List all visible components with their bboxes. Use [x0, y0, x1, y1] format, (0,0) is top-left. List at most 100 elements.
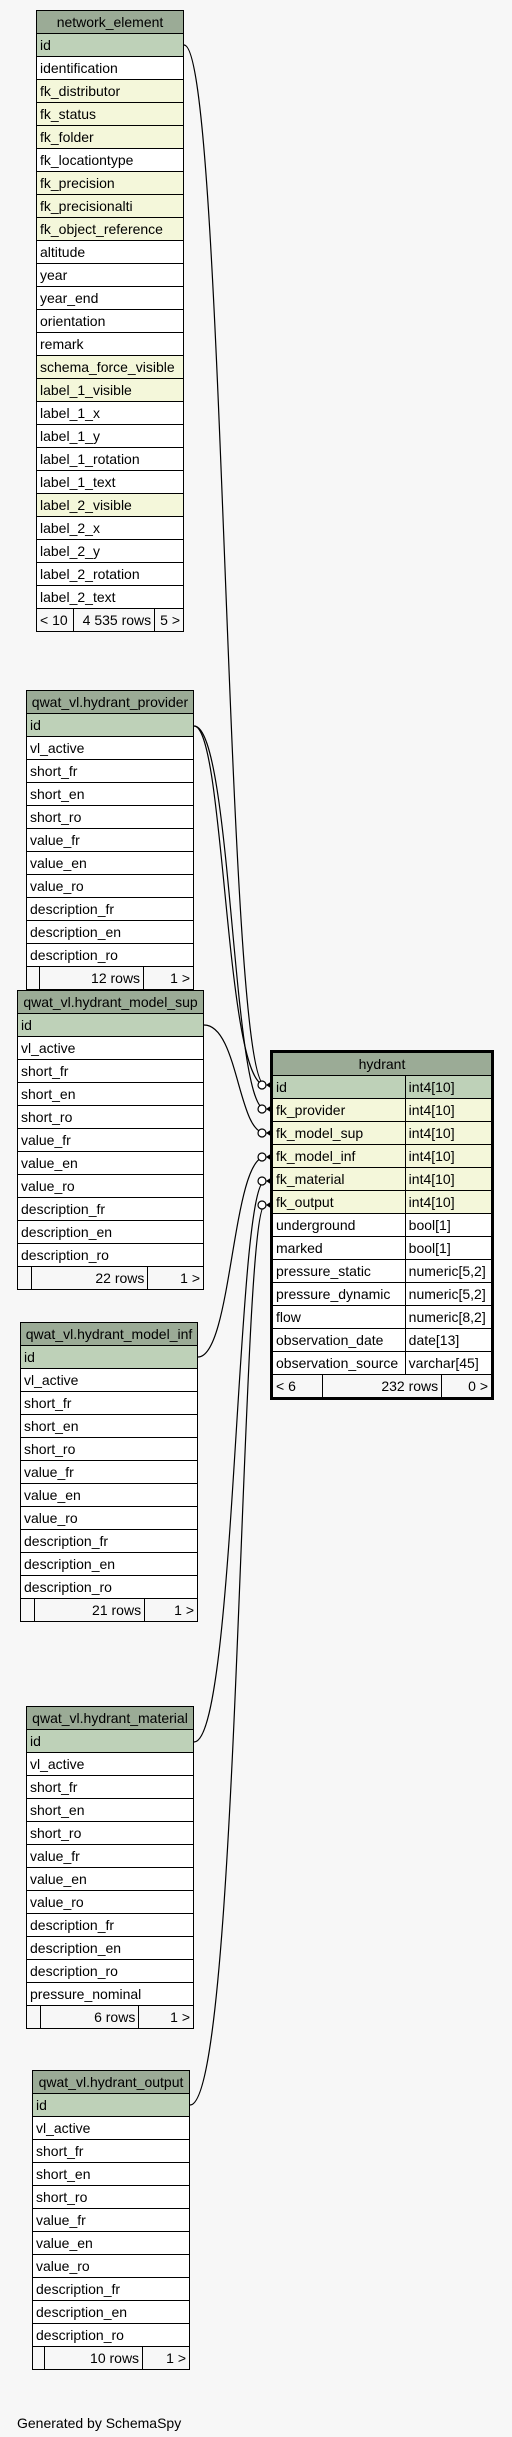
- column-row[interactable]: label_2_visible: [36, 493, 184, 517]
- column-row[interactable]: description_fr: [20, 1529, 198, 1553]
- column-row[interactable]: description_en: [20, 1552, 198, 1576]
- column-row[interactable]: description_en: [32, 2300, 190, 2324]
- column-row[interactable]: fk_locationtype: [36, 148, 184, 172]
- column-row[interactable]: label_2_text: [36, 585, 184, 609]
- column-row[interactable]: fk_precision: [36, 171, 184, 195]
- table-header[interactable]: hydrant: [271, 1051, 493, 1076]
- column-row[interactable]: description_fr: [17, 1197, 204, 1221]
- column-row[interactable]: short_en: [17, 1082, 204, 1106]
- table-header[interactable]: qwat_vl.hydrant_model_inf: [20, 1322, 198, 1346]
- column-row[interactable]: pressure_nominal: [26, 1982, 194, 2006]
- column-row[interactable]: short_fr: [17, 1059, 204, 1083]
- column-row[interactable]: orientation: [36, 309, 184, 333]
- child-count[interactable]: 1 >: [144, 1598, 198, 1622]
- column-row[interactable]: short_fr: [20, 1391, 198, 1415]
- column-row[interactable]: value_en: [20, 1483, 198, 1507]
- column-row[interactable]: vl_active: [26, 1752, 194, 1776]
- column-row[interactable]: description_ro: [17, 1243, 204, 1267]
- column-row[interactable]: value_fr: [26, 1844, 194, 1868]
- column-row[interactable]: label_1_text: [36, 470, 184, 494]
- column-row[interactable]: fk_precisionalti: [36, 194, 184, 218]
- column-row[interactable]: description_fr: [26, 1913, 194, 1937]
- column-row[interactable]: description_fr: [32, 2277, 190, 2301]
- column-row[interactable]: description_ro: [26, 943, 194, 967]
- column-row[interactable]: label_2_x: [36, 516, 184, 540]
- column-row[interactable]: description_en: [26, 920, 194, 944]
- parent-count[interactable]: [20, 1598, 35, 1622]
- column-row[interactable]: vl_active: [17, 1036, 204, 1060]
- column-row[interactable]: description_ro: [32, 2323, 190, 2347]
- column-row[interactable]: schema_force_visible: [36, 355, 184, 379]
- column-row[interactable]: value_ro: [26, 874, 194, 898]
- child-count[interactable]: 1 >: [143, 966, 194, 990]
- column-row[interactable]: value_en: [26, 851, 194, 875]
- child-count[interactable]: 0 >: [441, 1375, 491, 1397]
- column-row[interactable]: vl_active: [20, 1368, 198, 1392]
- column-row[interactable]: value_en: [26, 1867, 194, 1891]
- table-header[interactable]: qwat_vl.hydrant_provider: [26, 690, 194, 714]
- column-row[interactable]: value_en: [17, 1151, 204, 1175]
- column-row[interactable]: short_ro: [17, 1105, 204, 1129]
- column-row[interactable]: vl_active: [32, 2116, 190, 2140]
- column-row[interactable]: id: [26, 713, 194, 737]
- column-row[interactable]: id: [20, 1345, 198, 1369]
- child-count[interactable]: 5 >: [154, 608, 184, 632]
- column-row[interactable]: altitude: [36, 240, 184, 264]
- table-header[interactable]: qwat_vl.hydrant_output: [32, 2070, 190, 2094]
- column-row[interactable]: short_ro: [32, 2185, 190, 2209]
- column-row[interactable]: description_ro: [20, 1575, 198, 1599]
- column-row[interactable]: short_en: [20, 1414, 198, 1438]
- column-row[interactable]: id: [36, 33, 184, 57]
- column-row[interactable]: label_1_visible: [36, 378, 184, 402]
- column-row[interactable]: short_ro: [26, 1821, 194, 1845]
- column-row[interactable]: description_en: [26, 1936, 194, 1960]
- column-row[interactable]: value_ro: [26, 1890, 194, 1914]
- column-row[interactable]: id: [32, 2093, 190, 2117]
- parent-count[interactable]: < 10: [35, 608, 75, 632]
- column-row[interactable]: value_ro: [17, 1174, 204, 1198]
- child-count[interactable]: 1 >: [142, 2346, 190, 2370]
- child-count[interactable]: 1 >: [138, 2005, 194, 2029]
- column-row[interactable]: short_en: [26, 782, 194, 806]
- column-row[interactable]: value_ro: [20, 1506, 198, 1530]
- column-row[interactable]: short_fr: [26, 1775, 194, 1799]
- column-row[interactable]: short_fr: [32, 2139, 190, 2163]
- column-row[interactable]: short_ro: [20, 1437, 198, 1461]
- column-row[interactable]: id: [17, 1013, 204, 1037]
- column-row[interactable]: value_fr: [26, 828, 194, 852]
- column-row[interactable]: value_fr: [32, 2208, 190, 2232]
- table-header[interactable]: network_element: [36, 10, 184, 34]
- column-row[interactable]: fk_object_reference: [36, 217, 184, 241]
- column-row[interactable]: short_ro: [26, 805, 194, 829]
- parent-count[interactable]: [16, 1266, 33, 1290]
- column-row[interactable]: short_en: [26, 1798, 194, 1822]
- column-row[interactable]: fk_folder: [36, 125, 184, 149]
- column-row[interactable]: value_fr: [20, 1460, 198, 1484]
- parent-count[interactable]: [26, 966, 40, 990]
- table-header[interactable]: qwat_vl.hydrant_material: [26, 1706, 194, 1730]
- column-row[interactable]: label_2_y: [36, 539, 184, 563]
- column-row[interactable]: year: [36, 263, 184, 287]
- table-header[interactable]: qwat_vl.hydrant_model_sup: [17, 990, 204, 1014]
- parent-count[interactable]: < 6: [273, 1375, 323, 1397]
- column-row[interactable]: label_1_rotation: [36, 447, 184, 471]
- column-row[interactable]: label_2_rotation: [36, 562, 184, 586]
- column-row[interactable]: short_en: [32, 2162, 190, 2186]
